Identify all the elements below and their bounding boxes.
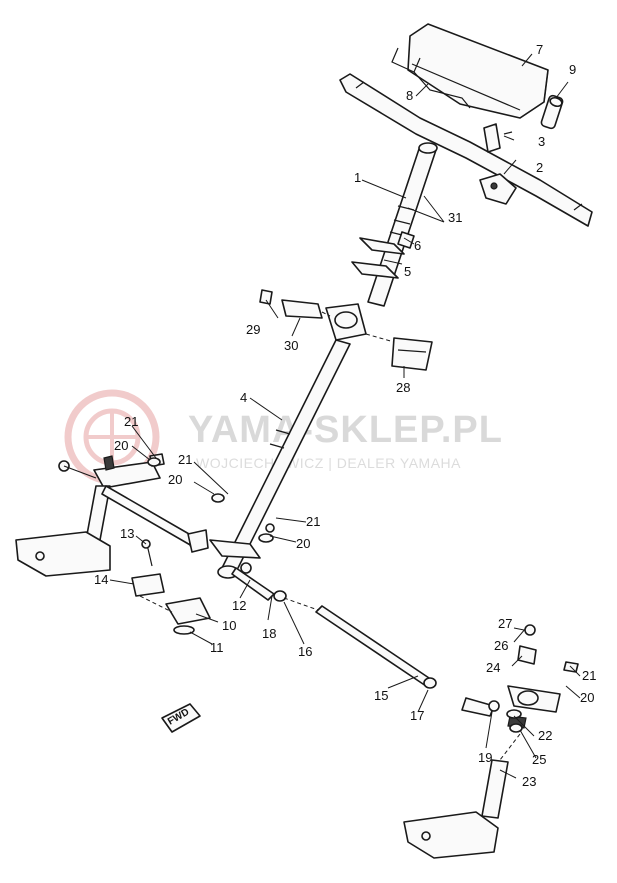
callout-2: 2	[536, 160, 543, 175]
pitman-bracket	[131, 539, 211, 635]
handlebar-cover	[407, 23, 549, 119]
callout-9: 9	[569, 62, 576, 77]
callout-26: 26	[494, 638, 508, 653]
callout-14: 14	[94, 572, 108, 587]
callout-16: 16	[298, 644, 312, 659]
column-holder	[351, 231, 415, 279]
column-shield	[365, 333, 433, 371]
left-knuckle	[15, 453, 165, 577]
callout-5: 5	[404, 264, 411, 279]
callout-21d: 21	[582, 668, 596, 683]
callout-28: 28	[396, 380, 410, 395]
right-knuckle	[403, 624, 579, 859]
callout-13: 13	[120, 526, 134, 541]
callout-20d: 20	[580, 690, 594, 705]
callout-8: 8	[406, 88, 413, 103]
callout-27: 27	[498, 616, 512, 631]
callout-20c: 20	[296, 536, 310, 551]
misc-hardware	[147, 457, 523, 733]
callout-layer: 1 2 3 4 5 6 7 8 9 10 11 12 13 14 15 16 1…	[94, 42, 596, 789]
callout-31: 31	[448, 210, 462, 225]
callout-10: 10	[222, 618, 236, 633]
watermark: YAMA-SKLEP.PL WOJCIECHOWICZ | DEALER YAM…	[64, 389, 503, 485]
callout-25: 25	[532, 752, 546, 767]
fwd-arrow: FWD	[161, 703, 201, 733]
steering-column-lower	[209, 339, 351, 579]
cover-bracket	[391, 47, 471, 109]
callout-21b: 21	[178, 452, 192, 467]
callout-30: 30	[284, 338, 298, 353]
callout-24: 24	[486, 660, 500, 675]
watermark-subtitle: WOJCIECHOWICZ | DEALER YAMAHA	[196, 455, 461, 471]
callout-19: 19	[478, 750, 492, 765]
callout-15: 15	[374, 688, 388, 703]
handlebar	[339, 73, 593, 227]
callout-6: 6	[414, 238, 421, 253]
column-joint	[325, 303, 367, 341]
callout-23: 23	[522, 774, 536, 789]
watermark-title: YAMA-SKLEP.PL	[188, 409, 503, 451]
callout-18: 18	[262, 626, 276, 641]
callout-17: 17	[410, 708, 424, 723]
steering-column-upper	[367, 142, 438, 307]
column-arm	[259, 289, 331, 319]
callout-29: 29	[246, 322, 260, 337]
callout-21a: 21	[124, 414, 138, 429]
callout-21c: 21	[306, 514, 320, 529]
callout-1: 1	[354, 170, 361, 185]
callout-4: 4	[240, 390, 247, 405]
callout-20a: 20	[114, 438, 128, 453]
callout-20b: 20	[168, 472, 182, 487]
long-tie-rod	[273, 590, 437, 689]
handlebar-clamp	[479, 123, 517, 205]
drag-link-end	[231, 562, 275, 601]
left-tie-rod	[101, 485, 209, 553]
callout-12: 12	[232, 598, 246, 613]
callout-7: 7	[536, 42, 543, 57]
callout-11: 11	[210, 640, 224, 655]
callout-22: 22	[538, 728, 552, 743]
callout-3: 3	[538, 134, 545, 149]
